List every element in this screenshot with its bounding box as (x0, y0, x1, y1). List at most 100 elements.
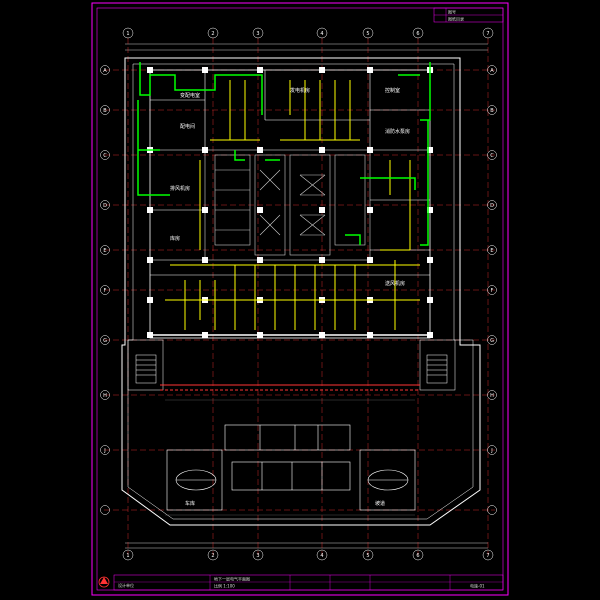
axis-label-right: H (490, 393, 494, 399)
title-block-bottom: 设计单位 地下一层电气平面图 比例 1:100 电施-01 (113, 574, 504, 591)
axis-bubble-right (487, 390, 497, 400)
feeder-line (160, 384, 420, 391)
axis-bubble-bottom (482, 549, 494, 561)
axis-bubble-right (487, 505, 497, 515)
axis-bubble-left (100, 245, 110, 255)
axis-bubble-right (487, 105, 497, 115)
axis-bubble-top (362, 27, 374, 39)
axis-label-bottom: 7 (486, 553, 489, 559)
axis-bubble-left (100, 390, 110, 400)
title-block-scale: 比例 1:100 (214, 583, 235, 589)
building-core (204, 149, 371, 261)
room-label-10: 坡道 (375, 500, 385, 507)
axis-label-right: J (490, 448, 492, 454)
room-label-2: 配电间 (180, 123, 195, 130)
axis-label-left: F (104, 288, 107, 294)
column (202, 332, 208, 338)
ramp-right (359, 449, 416, 511)
axis-label-right: F (491, 288, 494, 294)
title-block-drawing-name: 地下一层电气平面图 (214, 576, 250, 582)
column (147, 67, 153, 73)
axis-bubble-left (100, 505, 110, 515)
column (257, 207, 263, 213)
axis-bubble-right (487, 150, 497, 160)
axis-label-top: 2 (211, 31, 214, 37)
axis-label-top: 5 (366, 31, 369, 37)
stair-left (127, 339, 164, 391)
axis-label-bottom: 2 (211, 553, 214, 559)
axis-bubble-bottom (122, 549, 134, 561)
axis-bubble-bottom (207, 549, 219, 561)
column (147, 297, 153, 303)
axis-bubble-left (100, 445, 110, 455)
column (257, 257, 263, 263)
axis-label-bottom: 6 (416, 553, 419, 559)
axis-bubble-left (100, 105, 110, 115)
column (202, 207, 208, 213)
room-label-8: 库房 (170, 235, 180, 242)
stair-right (419, 339, 456, 391)
axis-label-left: B (103, 108, 107, 114)
axis-bubble-right (487, 245, 497, 255)
axis-bubble-top (252, 27, 264, 39)
axis-bubble-bottom (252, 549, 264, 561)
firm-logo-icon (98, 576, 110, 588)
axis-label-right: E (490, 248, 493, 254)
column (147, 257, 153, 263)
axis-label-bottom: 1 (126, 553, 129, 559)
title-block-top-line2: 图纸目录 (448, 16, 464, 22)
axis-bubble-left (100, 200, 110, 210)
axis-bubble-left (100, 335, 110, 345)
column (257, 67, 263, 73)
column (319, 67, 325, 73)
axis-bubble-right (487, 335, 497, 345)
axis-label-top: 4 (320, 31, 323, 37)
structural-columns (147, 67, 433, 338)
axis-label-bottom: 5 (366, 553, 369, 559)
axis-label-right: D (490, 203, 494, 209)
axis-bubble-top (412, 27, 424, 39)
axis-bubble-top (122, 27, 134, 39)
room-label-6: 排风机房 (170, 185, 190, 192)
room-label-4: 控制室 (385, 87, 400, 94)
room-label-5: 消防水泵房 (385, 128, 410, 135)
axis-label-right: C (490, 153, 494, 159)
column (427, 297, 433, 303)
column (427, 332, 433, 338)
column (427, 147, 433, 153)
parking-bays (224, 424, 351, 491)
axis-label-top: 6 (416, 31, 419, 37)
title-block-sheet-no: 电施-01 (470, 583, 485, 589)
column (202, 147, 208, 153)
axis-bubble-top (482, 27, 494, 39)
axis-bubble-bottom (412, 549, 424, 561)
column (319, 257, 325, 263)
lighting-wiring (137, 62, 431, 246)
column (257, 332, 263, 338)
title-block-top-line1: 图号 (448, 9, 456, 15)
column (257, 147, 263, 153)
axis-bubble-bottom (362, 549, 374, 561)
axis-bubble-top (316, 27, 328, 39)
room-label-7: 送风机房 (385, 280, 405, 287)
axis-label-left: D (103, 203, 107, 209)
room-label-1: 变配电室 (180, 92, 200, 99)
axis-bubble-left (100, 285, 110, 295)
axis-label-right: A (490, 68, 494, 74)
axis-label-bottom: 3 (256, 553, 259, 559)
axis-bubble-left (100, 150, 110, 160)
title-block-company: 设计单位 (118, 582, 134, 588)
sheet-outer-frame (91, 2, 509, 596)
power-wiring (165, 80, 420, 330)
axis-label-left: G (103, 338, 107, 344)
ramp-left (166, 449, 223, 511)
room-label-3: 发电机房 (290, 87, 310, 94)
column (367, 207, 373, 213)
title-block-top: 图号 图纸目录 (433, 7, 504, 23)
column (427, 207, 433, 213)
axis-label-left: E (103, 248, 106, 254)
column (319, 147, 325, 153)
axis-bubble-top (207, 27, 219, 39)
